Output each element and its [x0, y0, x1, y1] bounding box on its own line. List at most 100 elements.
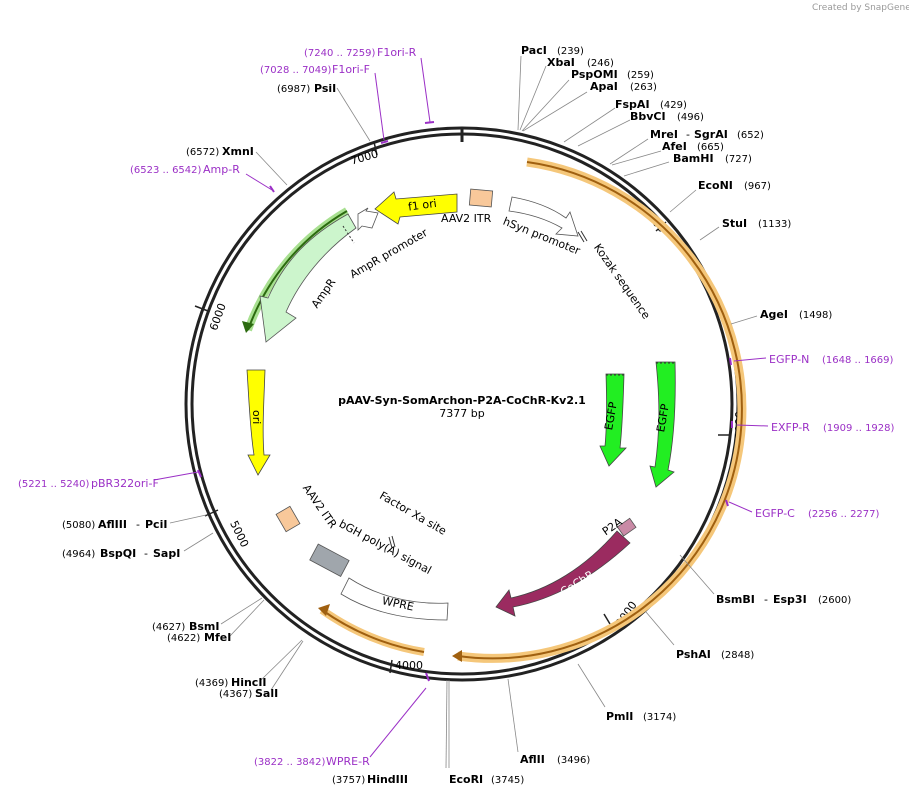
svg-text:(6523 .. 6542): (6523 .. 6542) [130, 165, 202, 176]
aav2-itr-top-feature[interactable] [468, 188, 494, 208]
site-bsmi[interactable]: (4627) BsmI [152, 620, 220, 633]
svg-text:PciI: PciI [145, 518, 167, 531]
svg-text:ApaI: ApaI [590, 80, 618, 93]
site-pmli[interactable]: PmlI (3174) [606, 710, 676, 723]
site-agei[interactable]: AgeI (1498) [760, 308, 832, 321]
svg-text:(967): (967) [744, 181, 771, 192]
svg-text:-: - [686, 128, 690, 141]
site-group-top [517, 55, 758, 325]
site-hindiii[interactable]: (3757) HindIII [332, 773, 408, 786]
primer-exfp-r[interactable]: EXFP-R (1909 .. 1928) [731, 421, 895, 434]
ampr-orf-arrowhead [242, 321, 254, 333]
ampr-feature[interactable] [259, 213, 357, 343]
svg-text:(3496): (3496) [557, 755, 590, 766]
site-ecori[interactable]: EcoRI (3745) [449, 773, 524, 786]
svg-text:(5080): (5080) [62, 520, 95, 531]
wpre-feature[interactable] [340, 577, 449, 621]
f1-ori-feature[interactable] [374, 191, 458, 225]
svg-text:4000: 4000 [395, 659, 423, 672]
site-xmni[interactable]: (6572) XmnI [186, 145, 254, 158]
site-apai[interactable]: ApaI (263) [590, 80, 657, 93]
svg-text:SapI: SapI [153, 547, 180, 560]
factor-xa-label: Factor Xa site [377, 489, 448, 538]
svg-text:F1ori-R: F1ori-R [377, 46, 417, 59]
primer-pbr322ori-f[interactable]: (5221 .. 5240) pBR322ori-F [18, 469, 202, 490]
orf-arc-glow [457, 157, 747, 663]
site-mfei[interactable]: (4622) MfeI [167, 631, 231, 644]
svg-text:AfeI: AfeI [662, 140, 687, 153]
site-bamhi[interactable]: BamHI (727) [673, 152, 752, 165]
svg-text:MreI: MreI [650, 128, 678, 141]
site-bsmbi-esp3i[interactable]: BsmBI - Esp3I (2600) [716, 593, 851, 606]
kozak-label: Kozak sequence [591, 241, 653, 321]
svg-text:(2848): (2848) [721, 650, 754, 661]
ori-label: ori [250, 410, 263, 424]
egfp-feature-2[interactable] [649, 361, 676, 488]
site-bspqi-sapi[interactable]: (4964) BspQI - SapI [62, 547, 180, 560]
svg-text:(1498): (1498) [799, 310, 832, 321]
site-fspai[interactable]: FspAI (429) [615, 98, 687, 111]
svg-text:StuI: StuI [722, 217, 747, 230]
ampr-promoter-label: AmpR promoter [348, 226, 431, 281]
svg-text:(259): (259) [627, 70, 654, 81]
cochr-feature[interactable] [495, 530, 631, 617]
site-sali[interactable]: (4367) SalI [219, 687, 278, 700]
svg-text:(3174): (3174) [643, 712, 676, 723]
site-stui[interactable]: StuI (1133) [722, 217, 791, 230]
orf-arc-line [457, 161, 743, 660]
site-bbvci[interactable]: BbvCI (496) [630, 110, 704, 123]
svg-text:(665): (665) [697, 142, 724, 153]
svg-text:SgrAI: SgrAI [694, 128, 728, 141]
ampr-promoter-feature[interactable] [357, 207, 379, 231]
svg-text:-: - [136, 518, 140, 531]
site-pspomi[interactable]: PspOMI (259) [571, 68, 654, 81]
svg-text:EXFP-R: EXFP-R [771, 421, 810, 434]
primer-amp-r[interactable]: (6523 .. 6542) Amp-R [130, 163, 275, 193]
orf-arc-arrowhead [452, 650, 462, 662]
primer-f1ori-f[interactable]: (7028 .. 7049) F1ori-F [260, 63, 389, 144]
svg-text:FspAI: FspAI [615, 98, 650, 111]
site-econi[interactable]: EcoNI (967) [698, 179, 771, 192]
site-afei[interactable]: AfeI (665) [662, 140, 724, 153]
primer-egfp-c[interactable]: EGFP-C (2256 .. 2277) [725, 499, 880, 520]
ori-feature[interactable] [246, 369, 271, 476]
hsyn-promoter-feature[interactable] [508, 196, 579, 237]
svg-text:BsmBI: BsmBI [716, 593, 755, 606]
svg-text:(4622): (4622) [167, 633, 200, 644]
svg-text:EGFP-N: EGFP-N [769, 353, 809, 366]
aav2-itr-top-label: AAV2 ITR [441, 212, 492, 225]
bgh-polya-feature[interactable] [309, 543, 350, 577]
svg-text:BamHI: BamHI [673, 152, 714, 165]
svg-text:(239): (239) [557, 46, 584, 57]
site-xbai[interactable]: XbaI (246) [547, 56, 614, 69]
svg-text:-: - [144, 547, 148, 560]
site-afliii-pcii[interactable]: (5080) AflIII - PciI [62, 518, 167, 531]
aav2-itr-bottom-feature[interactable] [275, 505, 301, 533]
primer-wpre-r[interactable]: (3822 .. 3842) WPRE-R [254, 672, 430, 768]
site-hincii[interactable]: (4369) HincII [195, 676, 267, 689]
site-psii[interactable]: (6987) PsiI [277, 82, 336, 95]
svg-text:BspQI: BspQI [100, 547, 136, 560]
tick-5000: 5000 [204, 509, 251, 549]
svg-text:EcoNI: EcoNI [698, 179, 733, 192]
site-mrei-sgrai[interactable]: MreI - SgrAI (652) [650, 128, 764, 141]
site-aflii[interactable]: AflII (3496) [520, 753, 590, 766]
svg-text:AflII: AflII [520, 753, 545, 766]
svg-text:(263): (263) [630, 82, 657, 93]
svg-text:(1909 .. 1928): (1909 .. 1928) [823, 423, 895, 434]
primer-egfp-n[interactable]: EGFP-N (1648 .. 1669) [729, 353, 894, 366]
svg-text:(6572): (6572) [186, 147, 219, 158]
p2a-feature[interactable] [616, 517, 637, 537]
site-pshai[interactable]: PshAI (2848) [676, 648, 754, 661]
egfp-feature-1[interactable] [599, 373, 627, 467]
primer-f1ori-r[interactable]: (7240 .. 7259) F1ori-R [304, 46, 435, 124]
svg-text:(4627): (4627) [152, 622, 185, 633]
site-paci[interactable]: PacI (239) [521, 44, 584, 57]
egfp-label-2: EGFP [654, 403, 672, 434]
egfp-label-1: EGFP [602, 401, 620, 432]
bgh-polya-label: bGH poly(A) signal [337, 517, 434, 577]
svg-text:(7028 .. 7049): (7028 .. 7049) [260, 65, 332, 76]
svg-text:BsmI: BsmI [189, 620, 220, 633]
